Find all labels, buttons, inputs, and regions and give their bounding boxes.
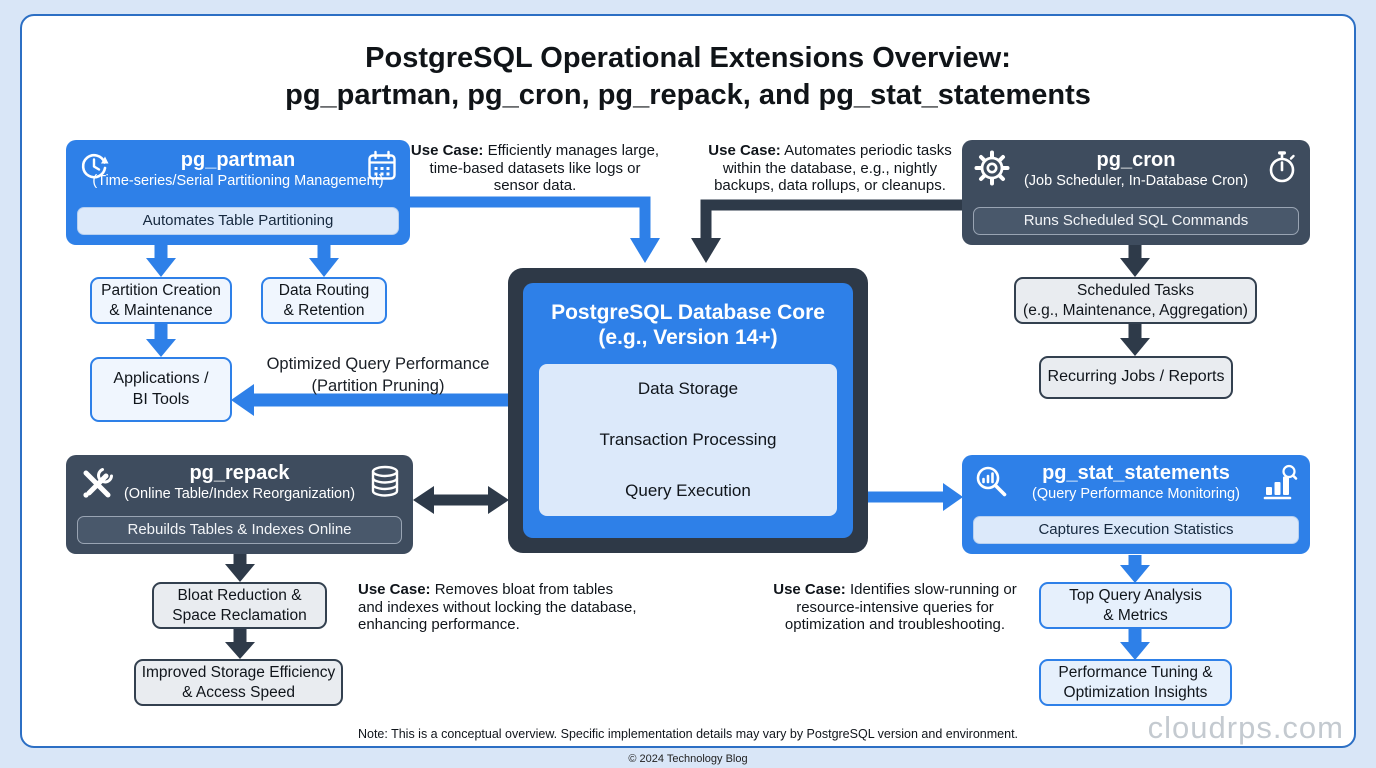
use-case-cron-prefix: Use Case: bbox=[708, 142, 781, 159]
use-case-pg-stat-statements: Use Case: Identifies slow-running or res… bbox=[770, 581, 1020, 634]
node-bloat-reduction-label: Bloat Reduction &Space Reclamation bbox=[172, 586, 307, 624]
pg-stat-statements-box: pg_stat_statements (Query Performance Mo… bbox=[962, 455, 1310, 554]
use-case-cron-text: Automates periodic tasks within the data… bbox=[714, 142, 952, 194]
page-title: PostgreSQL Operational Extensions Overvi… bbox=[0, 40, 1376, 114]
node-bloat-reduction: Bloat Reduction &Space Reclamation bbox=[152, 582, 327, 629]
pg-cron-box: pg_cron (Job Scheduler, In-Database Cron… bbox=[962, 140, 1310, 245]
watermark: cloudrps.com bbox=[1147, 710, 1344, 745]
pg-partman-subtitle: (Time-series/Serial Partitioning Managem… bbox=[92, 173, 384, 189]
pg-partman-title: pg_partman bbox=[180, 149, 296, 171]
tools-icon bbox=[83, 468, 113, 498]
core-title-line1: PostgreSQL Database Core bbox=[551, 301, 825, 324]
use-case-pg-repack: Use Case: Removes bloat from tables and … bbox=[358, 581, 638, 634]
use-case-repack-prefix: Use Case: bbox=[358, 581, 431, 598]
node-applications-bi-tools: Applications /BI Tools bbox=[90, 357, 232, 422]
page-title-line2: pg_partman, pg_cron, pg_repack, and pg_s… bbox=[285, 79, 1091, 111]
pg-repack-tagline: Rebuilds Tables & Indexes Online bbox=[77, 516, 402, 544]
core-functions-panel: Data Storage Transaction Processing Quer… bbox=[539, 364, 837, 516]
pg-cron-title: pg_cron bbox=[1096, 149, 1176, 171]
node-improved-storage-label: Improved Storage Efficiency& Access Spee… bbox=[141, 663, 336, 701]
pg-stat-statements-subtitle: (Query Performance Monitoring) bbox=[1032, 486, 1240, 502]
page-title-line1: PostgreSQL Operational Extensions Overvi… bbox=[365, 42, 1011, 74]
arrow-label-line2: (Partition Pruning) bbox=[311, 377, 445, 395]
pg-partman-box: pg_partman (Time-series/Serial Partition… bbox=[66, 140, 410, 245]
chart-magnifier-icon bbox=[1263, 464, 1298, 500]
database-icon bbox=[371, 465, 399, 497]
postgresql-core-inner: PostgreSQL Database Core (e.g., Version … bbox=[523, 283, 853, 538]
node-partition-creation: Partition Creation& Maintenance bbox=[90, 277, 232, 324]
clock-history-icon bbox=[81, 153, 109, 179]
copyright-footer: © 2024 Technology Blog bbox=[628, 753, 748, 765]
use-case-stat-prefix: Use Case: bbox=[773, 581, 846, 598]
stopwatch-icon bbox=[1269, 151, 1295, 183]
arrow-label-line1: Optimized Query Performance bbox=[266, 355, 490, 373]
calendar-icon bbox=[368, 150, 396, 180]
node-recurring-jobs-label: Recurring Jobs / Reports bbox=[1047, 368, 1225, 386]
use-case-partman-prefix: Use Case: bbox=[410, 142, 484, 159]
node-data-routing: Data Routing& Retention bbox=[261, 277, 387, 324]
node-improved-storage: Improved Storage Efficiency& Access Spee… bbox=[134, 659, 343, 706]
pg-cron-subtitle: (Job Scheduler, In-Database Cron) bbox=[1023, 173, 1249, 189]
node-scheduled-tasks: Scheduled Tasks(e.g., Maintenance, Aggre… bbox=[1014, 277, 1257, 324]
core-function-transaction-processing: Transaction Processing bbox=[599, 429, 777, 449]
pg-repack-title: pg_repack bbox=[189, 462, 290, 484]
postgresql-core-box: PostgreSQL Database Core (e.g., Version … bbox=[508, 268, 868, 553]
use-case-partman-text: Efficiently manages large, time-based da… bbox=[429, 142, 660, 194]
node-data-routing-label: Data Routing& Retention bbox=[278, 281, 370, 319]
disclaimer-note: Note: This is a conceptual overview. Spe… bbox=[357, 727, 1019, 741]
core-function-data-storage: Data Storage bbox=[637, 379, 739, 399]
pg-repack-subtitle: (Online Table/Index Reorganization) bbox=[123, 486, 356, 502]
use-case-stat-text: Identifies slow-running or resource-inte… bbox=[784, 581, 1017, 633]
use-case-repack-text: Removes bloat from tables and indexes wi… bbox=[358, 581, 637, 633]
node-scheduled-tasks-label: Scheduled Tasks(e.g., Maintenance, Aggre… bbox=[1023, 281, 1248, 319]
pg-stat-statements-tagline: Captures Execution Statistics bbox=[973, 516, 1299, 544]
node-top-query-analysis: Top Query Analysis& Metrics bbox=[1039, 582, 1232, 629]
node-partition-creation-label: Partition Creation& Maintenance bbox=[101, 281, 221, 319]
pg-partman-tagline: Automates Table Partitioning bbox=[77, 207, 399, 235]
magnifier-bars-icon bbox=[976, 466, 1007, 497]
node-top-query-label: Top Query Analysis& Metrics bbox=[1069, 586, 1202, 624]
core-function-query-execution: Query Execution bbox=[625, 480, 751, 500]
node-recurring-jobs: Recurring Jobs / Reports bbox=[1039, 356, 1233, 399]
node-performance-tuning-label: Performance Tuning &Optimization Insight… bbox=[1058, 663, 1213, 701]
pg-cron-tagline: Runs Scheduled SQL Commands bbox=[973, 207, 1299, 235]
optimized-query-arrow-label: Optimized Query Performance (Partition P… bbox=[248, 353, 508, 397]
node-applications-label: Applications /BI Tools bbox=[113, 370, 209, 408]
gear-icon bbox=[974, 150, 1010, 186]
pg-repack-box: pg_repack (Online Table/Index Reorganiza… bbox=[66, 455, 413, 554]
use-case-pg-cron: Use Case: Automates periodic tasks withi… bbox=[695, 142, 965, 195]
pg-stat-statements-title: pg_stat_statements bbox=[1042, 462, 1230, 484]
core-title: PostgreSQL Database Core (e.g., Version … bbox=[523, 283, 853, 350]
use-case-pg-partman: Use Case: Efficiently manages large, tim… bbox=[410, 142, 660, 195]
core-title-line2: (e.g., Version 14+) bbox=[598, 326, 778, 349]
node-performance-tuning: Performance Tuning &Optimization Insight… bbox=[1039, 659, 1232, 706]
